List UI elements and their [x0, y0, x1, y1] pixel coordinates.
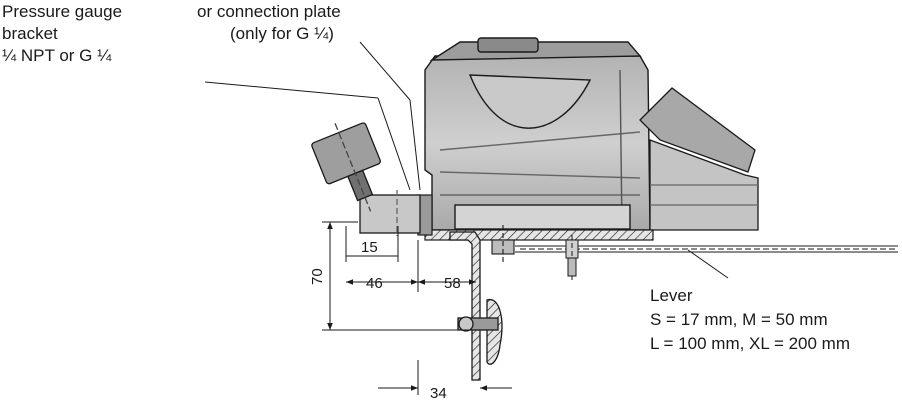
leader-connection-plate	[359, 41, 411, 101]
label-pressure-gauge-line2: bracket	[2, 24, 58, 43]
positioner-housing	[424, 37, 651, 231]
dimension-lines	[322, 221, 512, 395]
label-lever-title: Lever	[650, 286, 693, 305]
label-connection-plate-line1: or connection plate	[197, 2, 341, 21]
leader-gauge-bracket	[204, 81, 379, 99]
label-lever-sizes-line2: L = 100 mm, XL = 200 mm	[650, 334, 850, 353]
leader-connection-plate-tail	[409, 99, 421, 191]
leader-gauge-bracket-tail	[377, 97, 411, 191]
pressure-gauge	[311, 122, 381, 212]
label-connection-plate-line2: (only for G ¼)	[230, 24, 334, 43]
fixing-screw	[491, 225, 515, 262]
leader-lever	[687, 249, 729, 279]
dim-34: 34	[430, 385, 447, 400]
dim-58: 58	[444, 275, 461, 292]
dim-15: 15	[361, 239, 378, 256]
label-pressure-gauge-line3: ¼ NPT or G ¼	[2, 46, 112, 65]
dim-46: 46	[366, 275, 383, 292]
label-pressure-gauge-line1: Pressure gauge	[2, 2, 123, 21]
label-lever-sizes-line1: S = 17 mm, M = 50 mm	[650, 310, 828, 329]
leader-lines	[204, 41, 729, 279]
lever	[515, 235, 898, 282]
mounting-base-plate	[417, 194, 654, 241]
dim-70: 70	[309, 268, 326, 285]
display-cover	[639, 87, 759, 231]
pressure-gauge-bracket	[359, 190, 421, 236]
mounting-bracket	[449, 231, 503, 381]
